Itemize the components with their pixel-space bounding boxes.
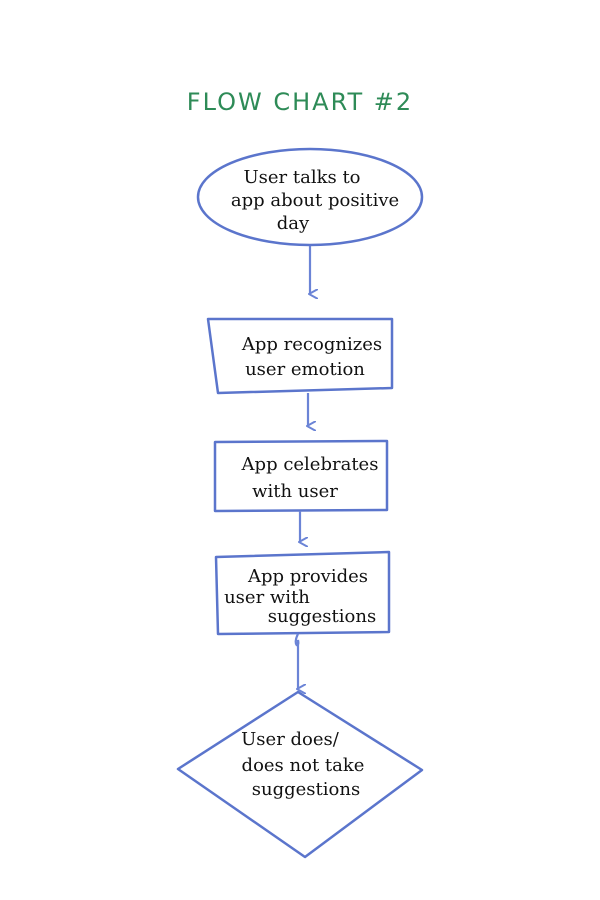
celebrate-node: App celebrates with user: [213, 439, 389, 513]
recognize-node-line-1: App recognizes: [241, 334, 382, 355]
recognize-node-line-2: user emotion: [245, 359, 365, 380]
celebrate-box: [213, 439, 389, 513]
decision-node-line-1: User does/: [241, 729, 340, 750]
start-node: User talks to app about positive day: [196, 147, 424, 247]
suggest-box: [214, 550, 391, 636]
start-ellipse: [196, 147, 424, 247]
arrow-suggest-to-decision: [294, 633, 299, 689]
start-node-line-2: app about positive: [231, 190, 399, 211]
start-node-line-3: day: [277, 213, 310, 234]
suggest-node-line-2: user with: [224, 587, 310, 608]
decision-node-line-2: does not take: [242, 755, 365, 776]
start-node-line-1: User talks to: [243, 167, 360, 188]
suggest-node: App provides user with suggestions: [214, 550, 391, 636]
flowchart-title: FLOW CHART #2: [186, 88, 414, 116]
recognize-box: [206, 317, 394, 395]
decision-diamond: [176, 690, 424, 859]
suggest-node-line-1: App provides: [247, 566, 368, 587]
celebrate-node-line-2: with user: [252, 481, 338, 502]
decision-node: User does/ does not take suggestions: [176, 690, 424, 859]
decision-node-line-3: suggestions: [252, 779, 360, 800]
celebrate-node-line-1: App celebrates: [241, 454, 379, 475]
suggest-node-line-3: suggestions: [268, 606, 376, 627]
recognize-node: App recognizes user emotion: [206, 317, 394, 395]
